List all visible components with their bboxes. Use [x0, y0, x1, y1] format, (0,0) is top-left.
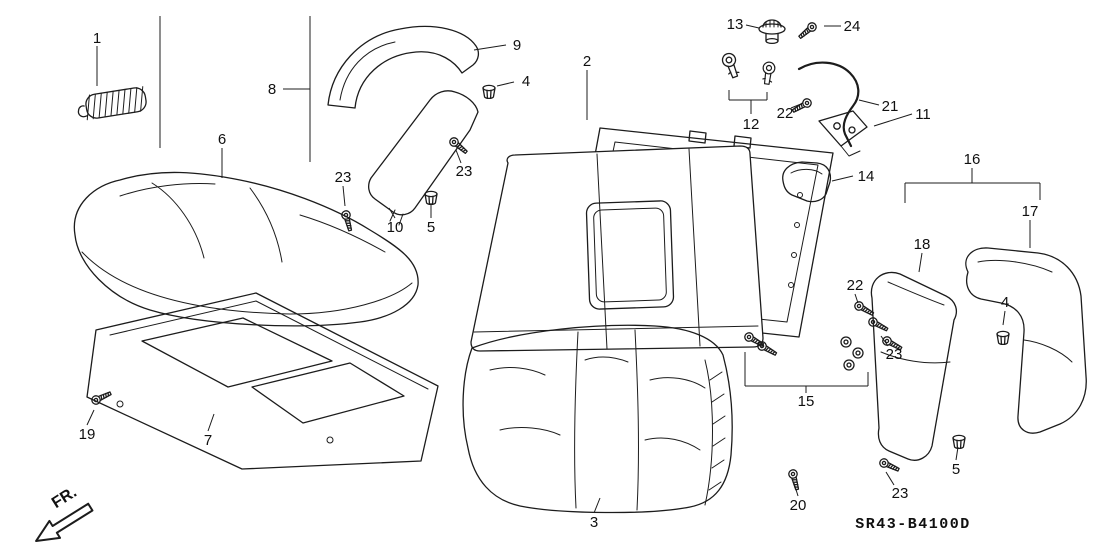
washer-icon [840, 336, 852, 348]
clip-icon [424, 190, 438, 206]
callout-10: 10 [387, 219, 404, 236]
callout-2: 2 [583, 53, 591, 70]
callout-8: 8 [268, 81, 276, 98]
callout-23: 23 [892, 485, 909, 502]
callout-20: 20 [790, 497, 807, 514]
diagram-code: SR43-B4100D [855, 516, 971, 533]
callout-17: 17 [1022, 203, 1039, 220]
grommet-part [758, 19, 786, 45]
lock-cylinder-part [760, 60, 777, 86]
callout-15: 15 [798, 393, 815, 410]
bolt-icon [447, 135, 470, 157]
bolt-icon [877, 456, 901, 475]
callout-1: 1 [93, 30, 101, 47]
callout-23: 23 [456, 163, 473, 180]
callout-9: 9 [513, 37, 521, 54]
callout-24: 24 [844, 18, 861, 35]
screw-icon [787, 468, 802, 492]
callout-22: 22 [847, 277, 864, 294]
fr-label: FR. [49, 484, 80, 512]
callout-23: 23 [335, 169, 352, 186]
callout-4: 4 [1001, 294, 1009, 311]
washer-icon [852, 347, 864, 359]
latch-cover [782, 161, 832, 203]
callout-4: 4 [522, 73, 530, 90]
seatback-board [470, 145, 764, 352]
clip-icon [996, 330, 1010, 346]
callout-7: 7 [204, 432, 212, 449]
callout-3: 3 [590, 514, 598, 531]
callout-12: 12 [743, 116, 760, 133]
leader-lines [86, 16, 1041, 514]
washer-icon [843, 359, 855, 371]
callout-18: 18 [914, 236, 931, 253]
bolt-icon [790, 96, 814, 116]
callout-13: 13 [727, 16, 744, 33]
callout-5: 5 [952, 461, 960, 478]
lock-rod [797, 61, 860, 148]
callout-labels: 1 9 4 8 2 13 24 21 11 12 22 6 23 23 16 1… [79, 16, 1039, 531]
callout-11: 11 [915, 106, 931, 123]
seat-frame-pan [86, 292, 439, 470]
bolt-icon [755, 339, 779, 359]
callout-16: 16 [964, 151, 981, 168]
callout-5: 5 [427, 219, 435, 236]
callout-21: 21 [882, 98, 899, 115]
seatback-cover [462, 324, 733, 514]
bolt-icon [340, 209, 355, 233]
right-bolster-covers [870, 247, 1087, 461]
bolt-icon [796, 20, 819, 42]
arrow-icon [35, 502, 94, 543]
callout-19: 19 [79, 426, 96, 443]
front-direction-arrow: FR. [35, 484, 94, 543]
clip-icon [482, 84, 496, 100]
spring-part [77, 86, 147, 121]
callout-23: 23 [886, 346, 903, 363]
left-bolster-covers [327, 25, 480, 226]
clip-icon [952, 434, 966, 450]
latch-bracket [818, 110, 868, 157]
callout-14: 14 [858, 168, 875, 185]
callout-22: 22 [777, 105, 794, 122]
lock-key-part [720, 51, 742, 80]
bolt-icon [866, 315, 890, 334]
callout-6: 6 [218, 131, 226, 148]
